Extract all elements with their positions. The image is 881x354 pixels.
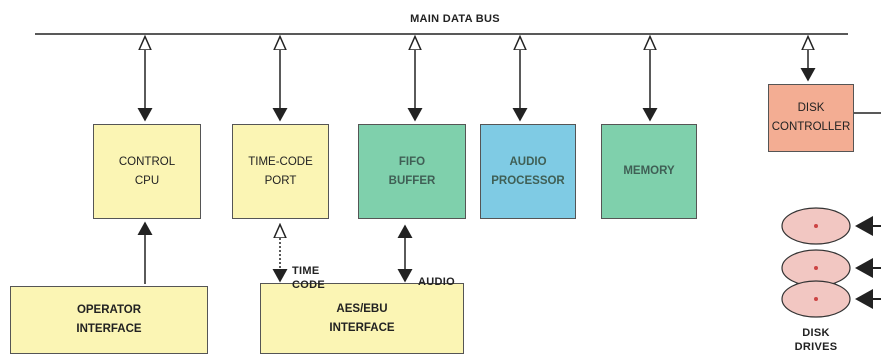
disk-drive-3	[781, 280, 851, 318]
audio-label: AUDIO	[418, 276, 455, 288]
memory-block: MEMORY	[601, 124, 697, 219]
aes-ebu-interface-block: AES/EBU INTERFACE	[260, 283, 464, 354]
time-code-label: TIME CODE	[292, 265, 325, 291]
disk-drive-1	[781, 207, 851, 245]
audio-processor-block: AUDIO PROCESSOR	[480, 124, 576, 219]
timecode-port-block: TIME-CODE PORT	[232, 124, 329, 219]
disk-controller-block: DISK CONTROLLER	[768, 84, 854, 152]
main-data-bus-label: MAIN DATA BUS	[410, 13, 500, 25]
operator-interface-block: OPERATOR INTERFACE	[10, 286, 208, 354]
disk-drives-label: DISK DRIVES	[794, 327, 838, 353]
fifo-buffer-block: FIFO BUFFER	[358, 124, 466, 219]
control-cpu-block: CONTROL CPU	[93, 124, 201, 219]
